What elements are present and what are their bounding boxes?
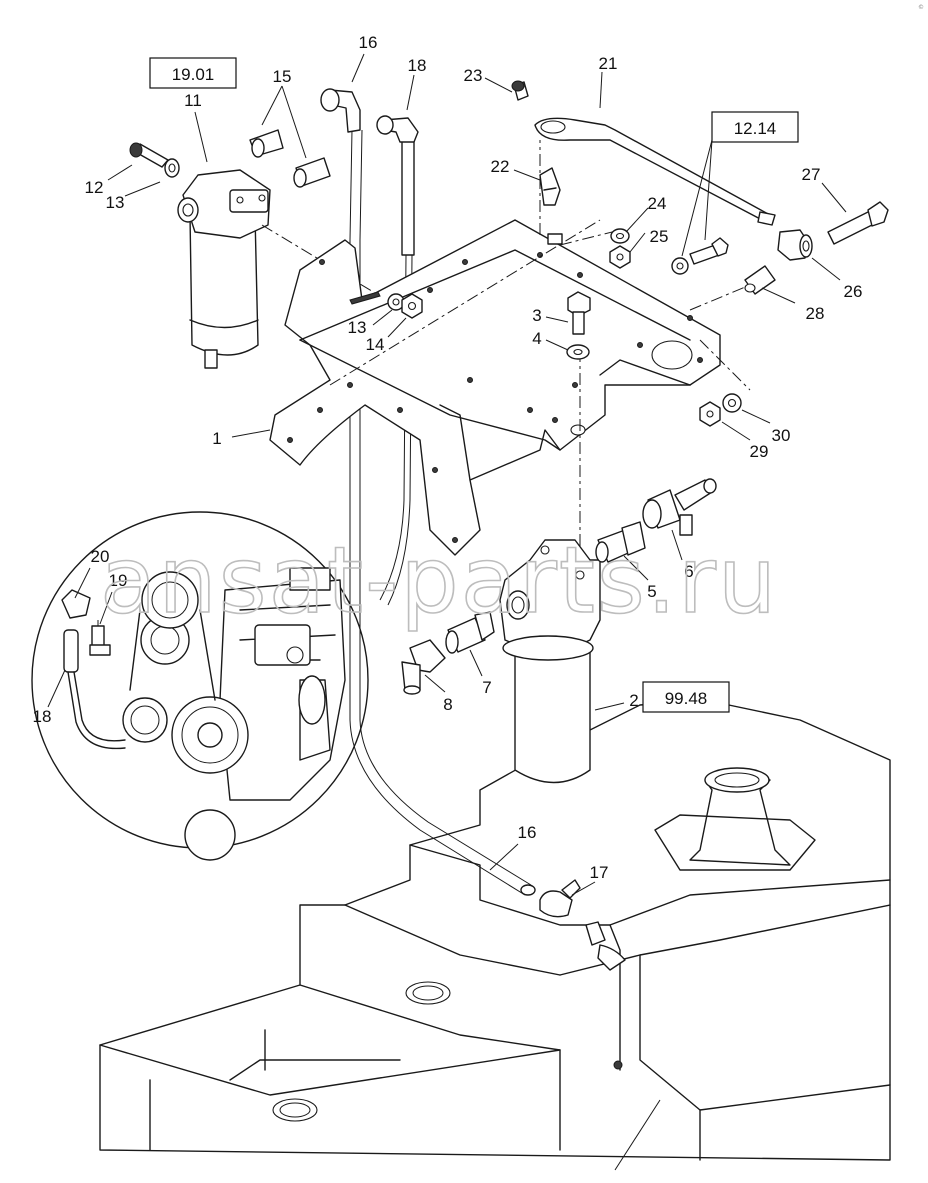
bolt-3: [566, 291, 591, 360]
tank-filler-neck: [654, 767, 816, 871]
callout-16-top: 16: [359, 33, 378, 52]
bolt-23: [511, 80, 529, 101]
callout-27: 27: [802, 165, 821, 184]
callout-8: 8: [443, 695, 452, 714]
tank-fitting: [585, 921, 626, 971]
callout-15: 15: [273, 67, 292, 86]
fitting-7: [445, 611, 495, 654]
rod-21: [534, 117, 776, 226]
callout-1: 1: [212, 429, 221, 448]
bolt-12-14: [689, 237, 729, 265]
callout-4: 4: [532, 329, 541, 348]
secondary-fuel-filter: [499, 539, 601, 784]
reference-99-48: 99.48: [665, 689, 708, 708]
bolt-27: [827, 201, 889, 245]
callout-29: 29: [750, 442, 769, 461]
fuel-hose-16: [320, 88, 536, 896]
callout-2: 2: [629, 691, 638, 710]
reference-box-12-14: [711, 111, 799, 143]
callout-24: 24: [648, 194, 667, 213]
callout-25: 25: [650, 227, 669, 246]
reference-12-14: 12.14: [734, 119, 777, 138]
fuel-hose-18: [376, 115, 419, 606]
callout-17: 17: [590, 863, 609, 882]
engine-detail-inset: 20 19 18: [31, 511, 369, 861]
clip-22: [539, 167, 561, 206]
spacer-28: [744, 265, 776, 295]
primary-fuel-filter: [177, 169, 271, 369]
tank-filler-hole-upper: [405, 981, 451, 1005]
callout-13-top: 13: [106, 193, 125, 212]
callout-20: 20: [91, 547, 110, 566]
tank-filler-hole-lower: [272, 1098, 318, 1122]
fuel-line-inset: [61, 589, 126, 750]
mounting-bracket: [269, 219, 721, 556]
reference-19-01: 19.01: [172, 65, 215, 84]
fitting-5: [595, 521, 646, 563]
callout-21: 21: [599, 54, 618, 73]
tee-fitting-6: [642, 478, 717, 536]
fuel-tank: [99, 699, 891, 1171]
callout-30: 30: [772, 426, 791, 445]
callout-12: 12: [85, 178, 104, 197]
callout-16-bottom: 16: [518, 823, 537, 842]
callout-leaders: [107, 53, 847, 896]
callout-23: 23: [464, 66, 483, 85]
callout-18-inset: 18: [33, 707, 52, 726]
connector-15: [249, 129, 331, 188]
elbow-fitting-8: [401, 639, 446, 695]
callout-22: 22: [491, 157, 510, 176]
callout-14: 14: [366, 335, 385, 354]
callout-19: 19: [109, 571, 128, 590]
bracket-holes: [287, 252, 703, 543]
callout-5: 5: [647, 582, 656, 601]
callout-26: 26: [844, 282, 863, 301]
callout-3: 3: [532, 306, 541, 325]
engine-pulleys: [122, 571, 249, 861]
callout-18-top: 18: [408, 56, 427, 75]
callout-6: 6: [684, 562, 693, 581]
corner-mark: ©: [918, 4, 924, 11]
bolt-12: [129, 142, 180, 178]
callout-28: 28: [806, 304, 825, 323]
reference-box-19-01: [149, 57, 237, 89]
callout-11: 11: [184, 91, 202, 110]
clamp-17: [539, 879, 581, 918]
reference-box-99-48: [642, 681, 730, 713]
bushing-26: [777, 229, 813, 261]
callout-13-bracket: 13: [348, 318, 367, 337]
callout-7: 7: [482, 678, 491, 697]
watermark: ansat-parts.ru: [100, 527, 778, 634]
